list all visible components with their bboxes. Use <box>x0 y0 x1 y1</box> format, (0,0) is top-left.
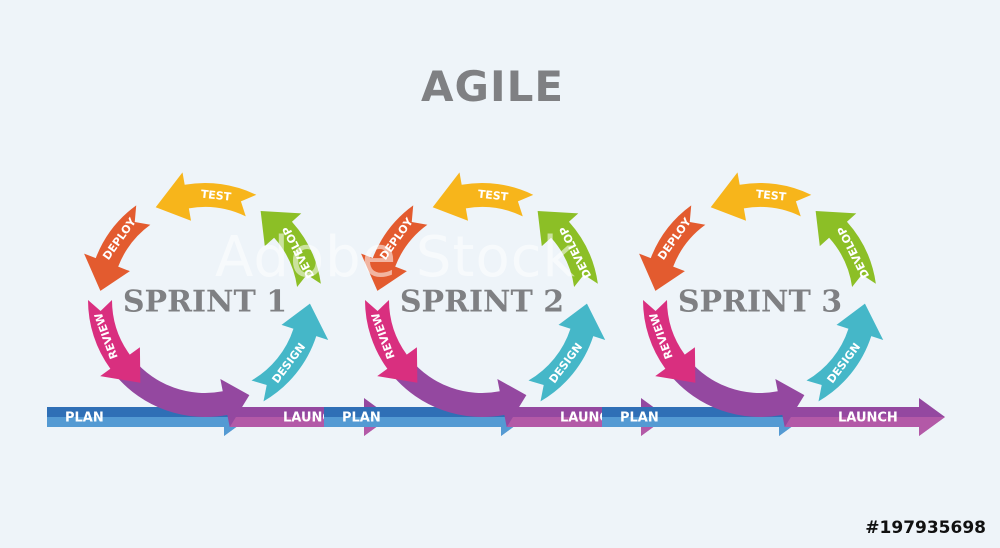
sprint-1-plan-arc-shape <box>115 359 250 428</box>
sprint-3-plan-arrow-label: PLAN <box>620 411 659 426</box>
sprint-3-label: SPRINT 3 <box>678 285 842 320</box>
sprint-2-develop-arrow-shape <box>537 210 598 288</box>
sprint-3-deploy-arrow: DEPLOY <box>639 205 706 291</box>
sprint-2-test-arrow: TEST <box>432 172 534 221</box>
sprint-3-review-arrow-shape <box>643 300 696 383</box>
sprint-1-review-arrow-shape <box>88 300 141 383</box>
sprint-3-develop-arrow: DEVELOP <box>815 210 876 288</box>
sprint-2-deploy-arrow-shape <box>361 205 428 291</box>
stock-id: #197935698 <box>865 518 986 538</box>
sprint-2-test-arrow-label: TEST <box>477 188 509 204</box>
sprint-1-plan-arc <box>115 359 250 428</box>
sprint-3-design-arrow-shape <box>806 303 884 402</box>
sprint-1-deploy-arrow: DEPLOY <box>84 205 151 291</box>
sprint-2-plan-arc-shape <box>392 359 527 428</box>
sprint-1-test-arrow-shape <box>155 172 257 221</box>
sprint-3-launch-arrow: LAUNCH <box>785 398 945 436</box>
sprint-1-develop-arrow-shape <box>260 210 321 288</box>
sprint-3-deploy-arrow-shape <box>639 205 706 291</box>
sprint-1-test-arrow-label: TEST <box>200 188 232 204</box>
sprint-1-plan-arrow-shade <box>47 417 250 436</box>
sprint-1-develop-arrow: DEVELOP <box>260 210 321 288</box>
sprint-3-launch-arrow-shade <box>785 417 945 436</box>
sprint-1-plan-arrow-label: PLAN <box>65 411 104 426</box>
sprint-3-plan-arc <box>670 359 805 428</box>
watermark: Adobe Stock <box>215 225 576 290</box>
sprint-3-test-arrow-label: TEST <box>755 188 787 204</box>
sprint-1-test-arrow: TEST <box>155 172 257 221</box>
sprint-2-plan-arc <box>392 359 527 428</box>
page-title: AGILE <box>420 62 565 111</box>
sprint-1-deploy-arrow-shape <box>84 205 151 291</box>
sprint-2-design-arrow-shape <box>528 303 606 402</box>
sprint-2-plan-arrow-shade <box>324 417 527 436</box>
sprint-3-develop-arrow-shape <box>815 210 876 288</box>
sprint-3-launch-arrow-label: LAUNCH <box>838 411 898 426</box>
sprint-2-label: SPRINT 2 <box>400 285 564 320</box>
sprint-3-plan-arrow-shade <box>602 417 805 436</box>
sprint-2-test-arrow-shape <box>432 172 534 221</box>
sprint-3-plan-arc-shape <box>670 359 805 428</box>
sprint-3-test-arrow-shape <box>710 172 812 221</box>
sprint-2-plan-arrow-label: PLAN <box>342 411 381 426</box>
sprint-1-label: SPRINT 1 <box>123 285 287 320</box>
sprint-2-review-arrow-shape <box>365 300 418 383</box>
sprint-1-design-arrow-shape <box>251 303 329 402</box>
sprint-3-test-arrow: TEST <box>710 172 812 221</box>
